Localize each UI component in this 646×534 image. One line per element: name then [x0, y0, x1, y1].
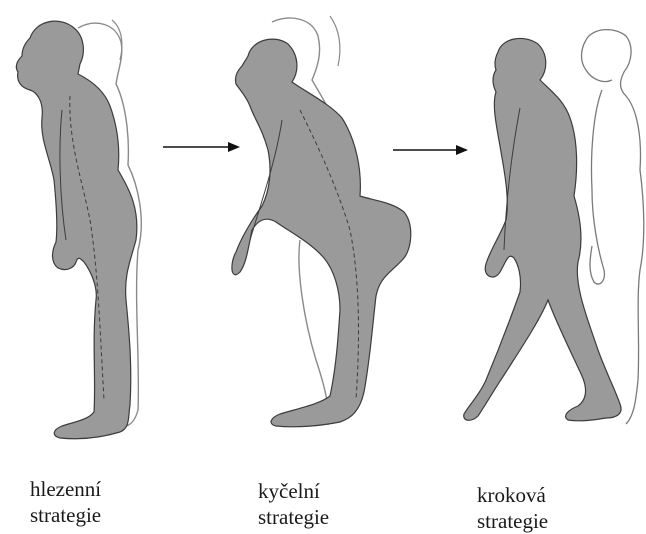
step-outline-head: [582, 40, 613, 82]
ankle-caption-line1: hlezenní: [30, 476, 101, 502]
stepping-strategy-figure: [464, 30, 644, 424]
ankle-body: [16, 21, 137, 439]
hip-strategy-figure: [232, 16, 411, 427]
hip-caption-line2: strategie: [258, 504, 329, 530]
hip-caption-line1: kyčelní: [258, 478, 329, 504]
stepping-caption-line1: kroková: [477, 482, 548, 508]
arrow-right-icon: [393, 145, 468, 155]
ankle-strategy-caption: hlezenní strategie: [30, 476, 101, 528]
arrow-right-icon: [163, 142, 240, 152]
stepping-caption-line2: strategie: [477, 508, 548, 534]
ankle-caption-line2: strategie: [30, 502, 101, 528]
hip-strategy-caption: kyčelní strategie: [258, 478, 329, 530]
ankle-strategy-figure: [16, 20, 141, 439]
step-body: [464, 38, 621, 420]
hip-outline-back: [330, 16, 340, 66]
stepping-strategy-caption: kroková strategie: [477, 482, 548, 534]
